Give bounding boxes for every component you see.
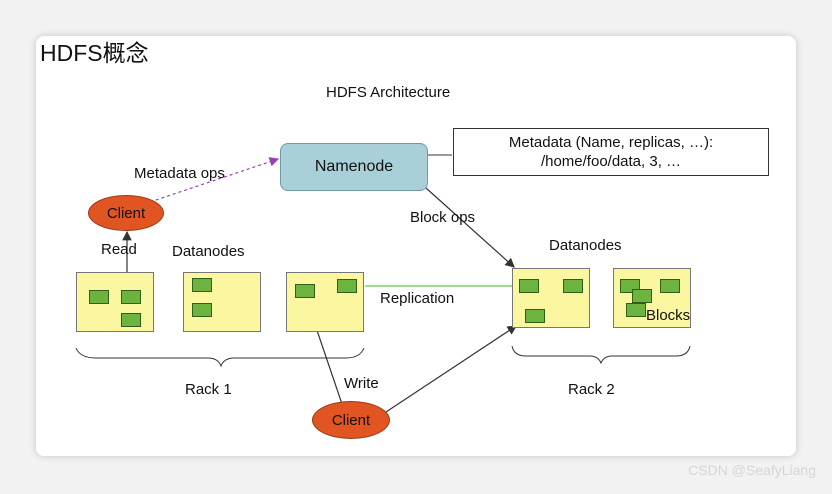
- slide-card: [36, 36, 796, 456]
- block: [337, 279, 357, 293]
- replication-label: Replication: [380, 290, 455, 307]
- block: [121, 313, 141, 327]
- write-label: Write: [344, 375, 379, 392]
- metadata-box: Metadata (Name, replicas, …): /home/foo/…: [453, 128, 769, 176]
- datanode-rack2-2: [613, 268, 691, 328]
- client-top: Client: [88, 195, 164, 231]
- block-ops-arrow: [425, 187, 515, 268]
- metadata-line-2: /home/foo/data, 3, …: [540, 153, 682, 170]
- diagram-title: HDFS Architecture: [326, 84, 451, 101]
- block: [295, 284, 315, 298]
- block: [89, 290, 109, 304]
- datanode-rack1-1: [76, 272, 154, 332]
- block: [626, 303, 646, 317]
- datanodes-left-label: Datanodes: [172, 243, 245, 260]
- block-ops-label: Block ops: [410, 209, 476, 226]
- blocks-label: Blocks: [646, 307, 691, 324]
- block: [660, 279, 680, 293]
- block: [192, 303, 212, 317]
- namenode-box: Namenode: [280, 143, 428, 191]
- block: [525, 309, 545, 323]
- datanode-rack2-1: [512, 268, 590, 328]
- metadata-ops-arrow: [149, 157, 280, 203]
- rack2-brace: [511, 345, 691, 365]
- block: [632, 289, 652, 303]
- rack2-label: Rack 2: [568, 381, 615, 398]
- rack1-label: Rack 1: [185, 381, 232, 398]
- block: [563, 279, 583, 293]
- rack1-brace: [75, 347, 365, 368]
- block: [121, 290, 141, 304]
- metadata-ops-label: Metadata ops: [134, 165, 225, 182]
- block: [519, 279, 539, 293]
- datanode-rack1-2: [183, 272, 261, 332]
- watermark: CSDN @SeafyLiang: [688, 462, 816, 478]
- client-bottom: Client: [312, 401, 390, 439]
- page-title: HDFS概念: [40, 40, 149, 66]
- write-arrow-rack2: [385, 325, 518, 413]
- datanode-rack1-3: [286, 272, 364, 332]
- block: [192, 278, 212, 292]
- datanodes-right-label: Datanodes: [549, 237, 622, 254]
- metadata-line-1: Metadata (Name, replicas, …):: [508, 134, 714, 151]
- read-label: Read: [101, 241, 137, 258]
